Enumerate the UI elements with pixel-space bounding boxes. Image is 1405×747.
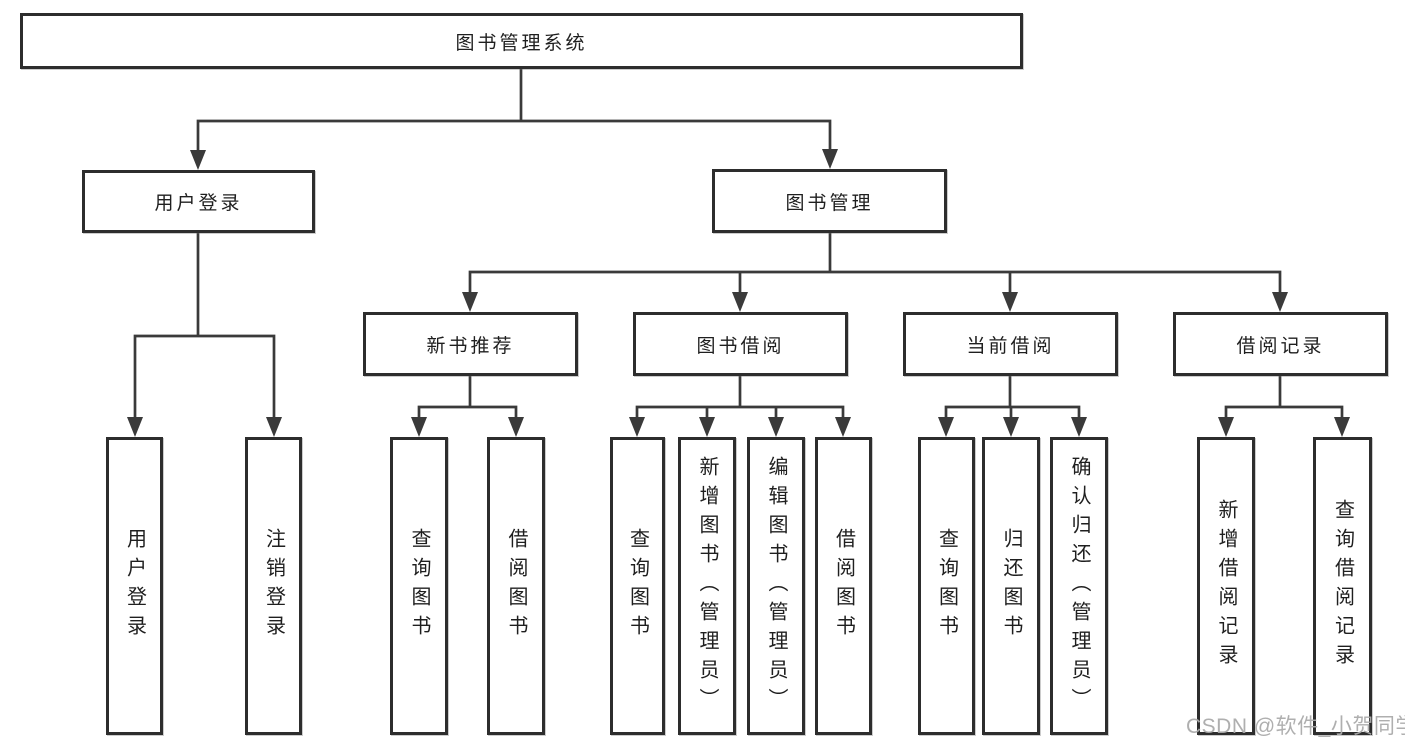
leaf-query-borrow-record: 查询借阅记录 — [1313, 437, 1372, 735]
leaf-newbook-query: 查询图书 — [390, 437, 448, 735]
leaf-user-login-label: 用户登录 — [123, 528, 146, 644]
arrowhead-icon — [1218, 417, 1234, 437]
leaf-user-login: 用户登录 — [106, 437, 163, 735]
leaf-confirm-return: 确认归还（管理员） — [1050, 437, 1108, 735]
node-borrow-records-label: 借阅记录 — [1236, 335, 1325, 357]
leaf-borrow-add-book: 新增图书（管理员） — [678, 437, 736, 735]
arrowhead-icon — [938, 417, 954, 437]
node-user-login: 用户登录 — [82, 170, 315, 233]
leaf-return-book-label: 归还图书 — [1000, 528, 1022, 644]
arrowhead-icon — [732, 292, 748, 312]
leaf-return-book: 归还图书 — [982, 437, 1040, 735]
node-root: 图书管理系统 — [20, 13, 1023, 69]
leaf-logout: 注销登录 — [245, 437, 302, 735]
arrowhead-icon — [1003, 417, 1019, 437]
arrowhead-icon — [266, 417, 282, 437]
leaf-newbook-borrow: 借阅图书 — [487, 437, 545, 735]
node-current-borrow: 当前借阅 — [903, 312, 1118, 376]
node-new-book-recommend: 新书推荐 — [363, 312, 578, 376]
leaf-borrow-query: 查询图书 — [610, 437, 665, 735]
arrowhead-icon — [1071, 417, 1087, 437]
leaf-newbook-borrow-label: 借阅图书 — [505, 528, 527, 644]
connector-line — [468, 270, 1282, 296]
arrowhead-icon — [629, 417, 645, 437]
node-current-borrow-label: 当前借阅 — [966, 335, 1055, 357]
arrowhead-icon — [822, 149, 838, 169]
leaf-current-query: 查询图书 — [918, 437, 975, 735]
leaf-add-borrow-record: 新增借阅记录 — [1197, 437, 1255, 735]
connector-line — [133, 334, 276, 421]
leaf-logout-label: 注销登录 — [262, 528, 285, 644]
connector-line — [1224, 405, 1344, 421]
csdn-watermark: CSDN @软件_小贺同学 — [1186, 715, 1405, 738]
arrowhead-icon — [508, 417, 524, 437]
arrowhead-icon — [411, 417, 427, 437]
node-book-borrow: 图书借阅 — [633, 312, 848, 376]
connector-line — [196, 119, 832, 154]
leaf-confirm-return-label: 确认归还（管理员） — [1068, 455, 1090, 717]
connector-line — [417, 405, 518, 421]
node-user-login-label: 用户登录 — [154, 193, 243, 214]
connector-line — [635, 405, 845, 421]
leaf-current-query-label: 查询图书 — [935, 528, 958, 644]
arrowhead-icon — [1334, 417, 1350, 437]
leaf-borrow-book-label: 借阅图书 — [832, 528, 855, 644]
leaf-borrow-book: 借阅图书 — [815, 437, 872, 735]
arrowhead-icon — [1002, 292, 1018, 312]
arrowhead-icon — [1272, 292, 1288, 312]
leaf-borrow-edit-book-label: 编辑图书（管理员） — [765, 455, 787, 717]
leaf-newbook-query-label: 查询图书 — [408, 528, 430, 644]
node-book-management: 图书管理 — [712, 169, 947, 233]
node-borrow-records: 借阅记录 — [1173, 312, 1388, 376]
node-root-label: 图书管理系统 — [455, 32, 588, 54]
arrowhead-icon — [699, 417, 715, 437]
leaf-query-borrow-record-label: 查询借阅记录 — [1331, 499, 1354, 673]
arrowhead-icon — [835, 417, 851, 437]
connector-line — [944, 405, 1081, 421]
node-book-borrow-label: 图书借阅 — [696, 335, 785, 357]
leaf-borrow-edit-book: 编辑图书（管理员） — [747, 437, 805, 735]
leaf-borrow-add-book-label: 新增图书（管理员） — [696, 455, 718, 717]
node-new-book-recommend-label: 新书推荐 — [426, 335, 515, 357]
arrowhead-icon — [127, 417, 143, 437]
node-book-management-label: 图书管理 — [785, 192, 874, 214]
leaf-add-borrow-record-label: 新增借阅记录 — [1215, 499, 1237, 673]
arrowhead-icon — [768, 417, 784, 437]
arrowhead-icon — [462, 292, 478, 312]
arrowhead-icon — [190, 150, 206, 170]
leaf-borrow-query-label: 查询图书 — [626, 528, 649, 644]
